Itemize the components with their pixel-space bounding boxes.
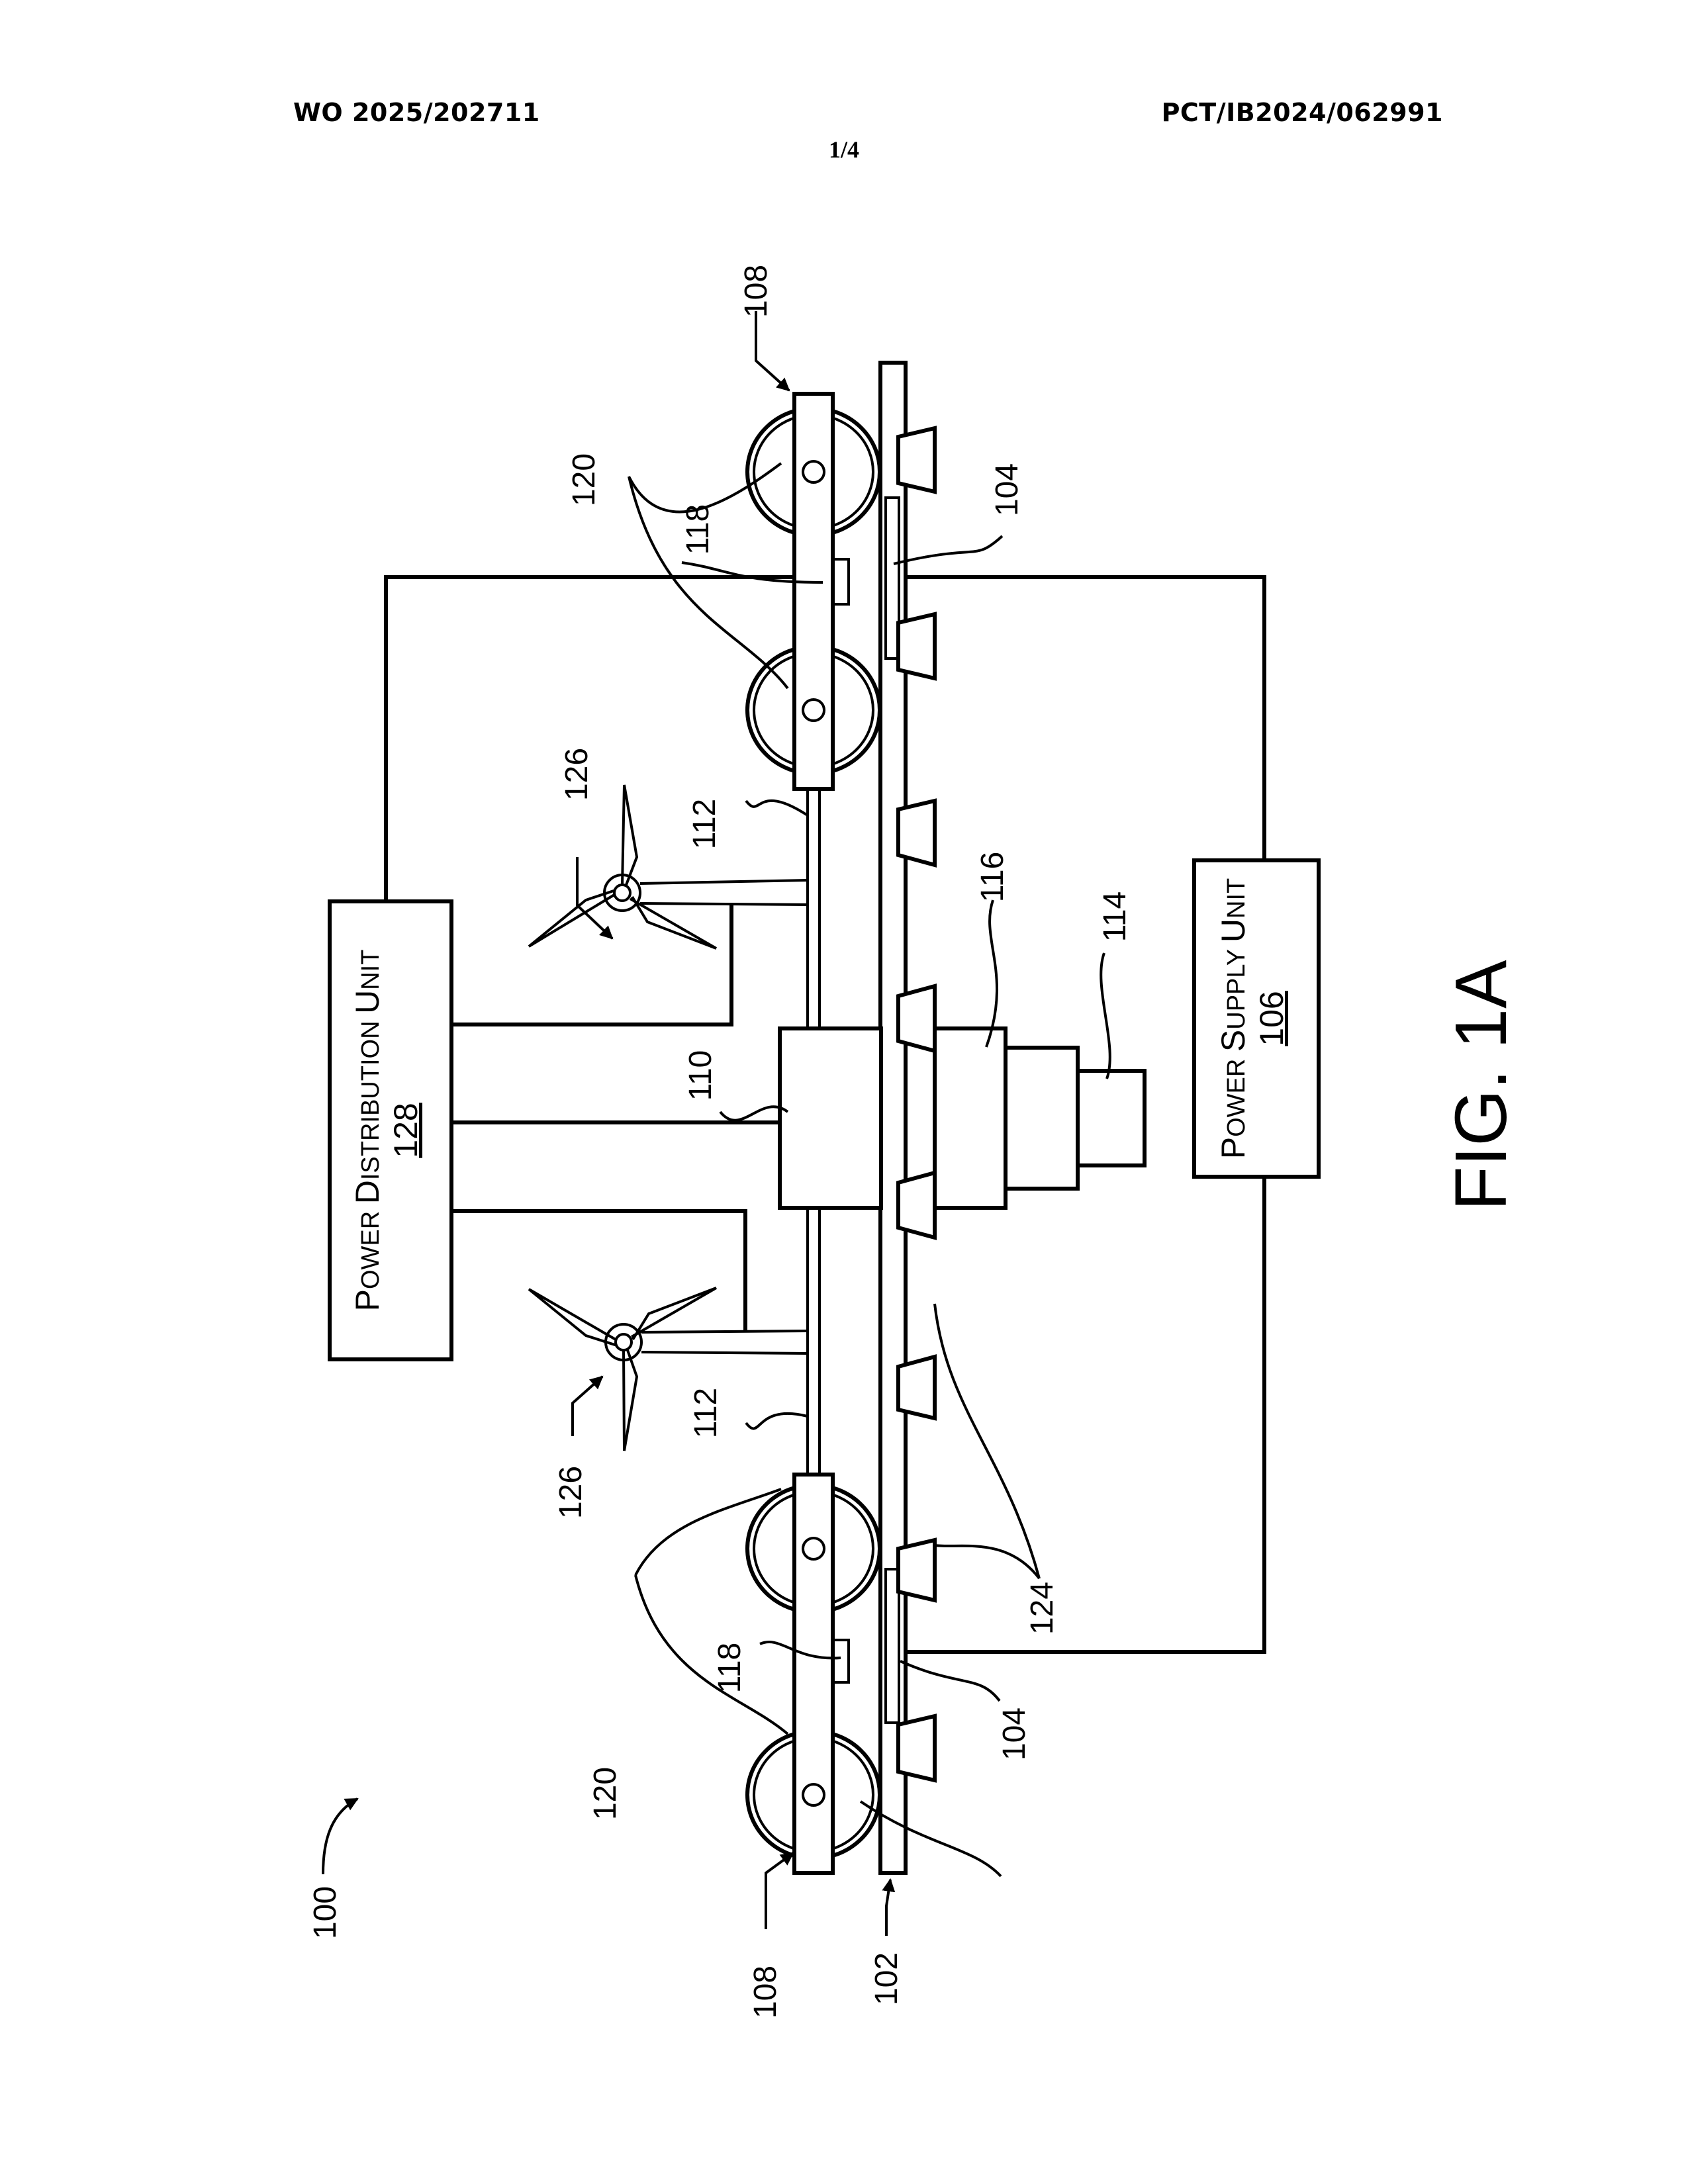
ref-108-top: 108 <box>739 265 774 318</box>
ref-116: 116 <box>975 852 1010 903</box>
pad <box>898 1357 935 1418</box>
power-supply-unit: POWER SUPPLY UNIT 106 <box>1194 860 1319 1177</box>
ref-104-bottom: 104 <box>997 1707 1032 1760</box>
carriage-top <box>794 394 833 789</box>
ref-120-bottom: 120 <box>588 1767 623 1820</box>
ref-118-top: 118 <box>680 504 716 555</box>
ref-118-bottom: 118 <box>712 1643 747 1694</box>
sensor-top <box>833 559 849 604</box>
power-distribution-unit: POWER DISTRIBUTION UNIT 128 <box>330 901 451 1359</box>
ref-100: 100 <box>308 1886 343 1939</box>
psu-bottom-wire <box>906 1177 1264 1652</box>
pad <box>898 1716 935 1780</box>
carriage-bottom <box>794 1475 833 1873</box>
wind-turbine-bottom <box>529 1288 808 1451</box>
pad <box>898 1173 935 1238</box>
psu-ref: 106 <box>1253 991 1290 1046</box>
ref-102: 102 <box>869 1952 904 2005</box>
ref-126-top: 126 <box>559 748 594 801</box>
ref-112-top: 112 <box>687 799 722 850</box>
psu-top-wire <box>906 577 1264 860</box>
wind-turbine-top <box>529 785 808 948</box>
pad <box>898 801 935 865</box>
connector-block <box>1006 1048 1078 1189</box>
ref-114: 114 <box>1098 891 1133 942</box>
component-114 <box>1078 1071 1145 1165</box>
pad <box>898 428 935 492</box>
pdu-ref: 128 <box>387 1103 424 1158</box>
ref-126-bottom: 126 <box>553 1466 588 1519</box>
ref-104-top: 104 <box>990 463 1025 516</box>
central-unit <box>780 1028 881 1208</box>
sensor-bottom <box>833 1640 849 1682</box>
pad <box>898 1540 935 1600</box>
ref-112-bottom: 112 <box>688 1388 724 1439</box>
rail <box>880 363 906 1873</box>
ref-124: 124 <box>1025 1582 1060 1635</box>
ref-108-bottom: 108 <box>748 1966 783 2019</box>
pad <box>898 986 935 1051</box>
figure-caption: FIG. 1A <box>1440 960 1522 1211</box>
ref-120-top: 120 <box>567 453 602 506</box>
ref-110: 110 <box>683 1050 718 1101</box>
pdu-turbine-bottom-wire <box>452 1211 745 1332</box>
component-116 <box>935 1028 1006 1208</box>
pad <box>898 614 935 678</box>
pdu-turbine-top-wire <box>452 903 731 1024</box>
pdu-top-wire <box>386 577 794 901</box>
